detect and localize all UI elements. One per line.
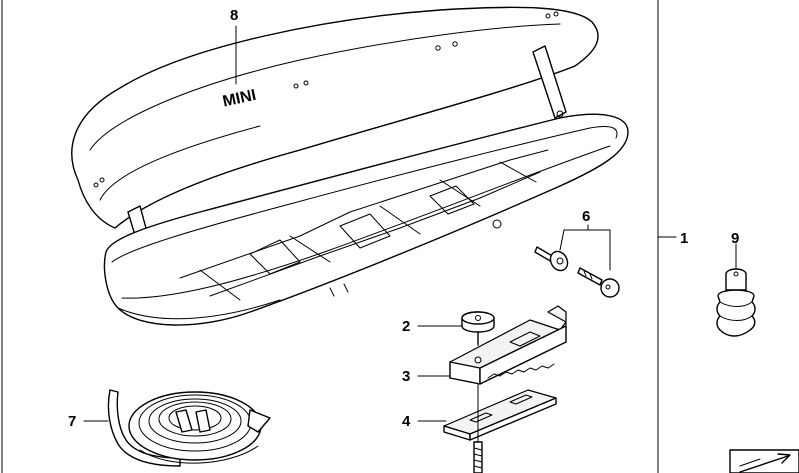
callout-6: 6 xyxy=(582,208,590,225)
callout-leader-6 xyxy=(559,224,611,271)
frame-lines xyxy=(1,0,677,473)
callout-3: 3 xyxy=(402,368,410,385)
lid-rivets xyxy=(93,11,559,188)
callout-2: 2 xyxy=(402,318,410,335)
callout-9: 9 xyxy=(731,230,739,247)
bolt-illustration xyxy=(473,441,483,473)
callout-4: 4 xyxy=(402,413,411,430)
tray-ribs xyxy=(179,149,549,301)
diagram-reference-icon xyxy=(729,449,799,473)
lock-and-key-illustration xyxy=(534,246,620,298)
clamp-knob-illustration xyxy=(461,311,495,346)
callout-1: 1 xyxy=(680,230,688,247)
counter-plate-illustration xyxy=(443,389,557,441)
strap-roll-illustration xyxy=(107,389,271,467)
callout-7: 7 xyxy=(68,413,76,430)
roof-box-base xyxy=(103,113,629,326)
roof-box-illustration xyxy=(71,6,629,326)
clamp-plate-illustration xyxy=(449,305,567,385)
callout-8: 8 xyxy=(230,7,238,24)
brand-label: MINI xyxy=(221,87,258,111)
callout-leaders xyxy=(83,25,463,422)
rubber-buffer-illustration xyxy=(716,268,756,337)
